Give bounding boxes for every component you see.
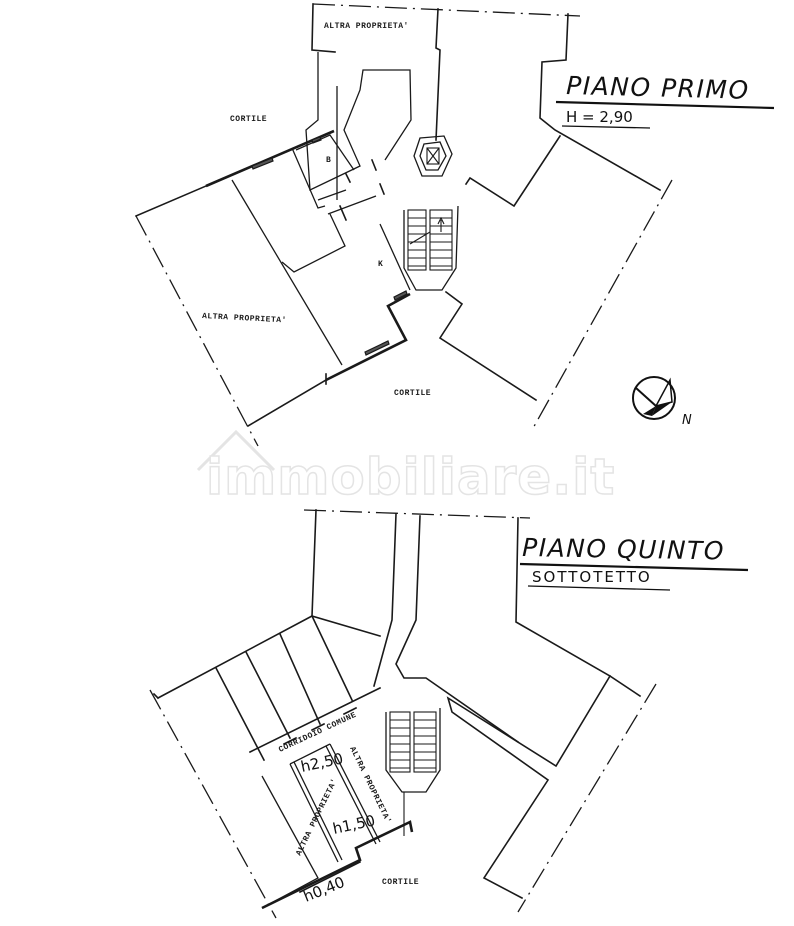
left-boundary-line [135, 215, 259, 447]
right-boundary-line [517, 683, 657, 913]
wall-tick [152, 692, 160, 700]
room-b-west-wall [291, 147, 326, 209]
party-wall-left [231, 179, 343, 366]
lower-plan-title: PIANO QUINTO [522, 533, 725, 566]
unit-east-wall [325, 743, 381, 845]
right-boundary-line [531, 179, 673, 431]
apartment-south-facade [325, 292, 411, 382]
top-neighbor-right-wall [435, 8, 441, 141]
storage-door-ticks [282, 706, 358, 746]
height-guide [298, 860, 362, 894]
ceiling-height-label: H = 2,90 [566, 108, 633, 126]
upper-floor-plan: N PIANO PRIMO H = 2,90 ALTRA PROPRIETA' … [134, 3, 775, 447]
label-room-k: K [378, 260, 383, 269]
storage-divider [244, 650, 292, 740]
room-b-south-wall [317, 189, 347, 201]
top-boundary-line [312, 3, 581, 17]
door-marks [338, 158, 386, 222]
staircase [385, 708, 441, 836]
unit-south-facade [261, 820, 414, 910]
north-label: N [682, 413, 692, 428]
top-boundary-line [303, 509, 531, 519]
window [364, 340, 390, 356]
staircase [403, 205, 459, 291]
corridor-south-wall [248, 686, 382, 754]
label-courtyard: CORTILE [382, 878, 419, 887]
unit-west-wall [289, 761, 343, 863]
height-underline [561, 125, 651, 129]
right-units-outline [446, 674, 612, 900]
left-neighbor-north-wall [134, 184, 208, 218]
lower-plan-subtitle: SOTTOTETTO [532, 568, 652, 586]
right-unit-south-wall [438, 290, 538, 402]
elevator-shaft [413, 135, 453, 177]
label-room-b: B [326, 156, 331, 165]
storage-divider [214, 666, 266, 762]
shaft-west-wall [373, 513, 397, 687]
window [393, 290, 408, 301]
left-neighbor-south-wall [246, 378, 328, 428]
title-underline [555, 100, 775, 110]
subtitle-underline [527, 585, 671, 591]
watermark-text: immobiliare.it [206, 448, 615, 506]
top-neighbor-left-wall [311, 3, 336, 53]
storage-divider [310, 614, 354, 702]
room-b-north-wall [295, 134, 355, 171]
room-k-east-wall [379, 223, 411, 291]
upper-left-block [311, 509, 381, 637]
right-unit-north-wall [464, 134, 562, 208]
north-arrow-compass-icon [632, 376, 676, 420]
house-logo-icon [196, 429, 276, 472]
hall-wall [327, 195, 377, 215]
storage-divider [278, 632, 322, 726]
lower-floor-plan: PIANO QUINTO SOTTOTETTO CORRIDOIO COMUNE… [149, 509, 749, 919]
right-block-west-wall [515, 517, 612, 678]
left-boundary-line [149, 689, 277, 919]
height-label-mid: h1,50 [331, 811, 377, 838]
upper-plan-title: PIANO PRIMO [566, 71, 750, 105]
right-building-outline [539, 13, 662, 192]
height-label-max: h2,50 [299, 749, 345, 776]
storage-north-wall [156, 614, 314, 700]
label-left-neighbor: ALTRA PROPRIETA' [295, 777, 340, 857]
immobiliare-watermark: immobiliare.it [196, 429, 615, 507]
apartment-north-walls [305, 52, 412, 192]
label-top-neighbor: ALTRA PROPRIETA' [324, 22, 409, 31]
label-courtyard-top: CORTILE [230, 115, 267, 124]
shaft-east-wall [395, 515, 520, 744]
unit-north-wall [289, 743, 331, 765]
label-left-neighbor: ALTRA PROPRIETA' [202, 312, 287, 325]
label-courtyard-bottom: CORTILE [394, 389, 431, 398]
title-underline [519, 562, 749, 572]
living-room-notch-wall [281, 213, 346, 273]
right-block-north-wall [608, 674, 642, 698]
window [251, 157, 274, 170]
